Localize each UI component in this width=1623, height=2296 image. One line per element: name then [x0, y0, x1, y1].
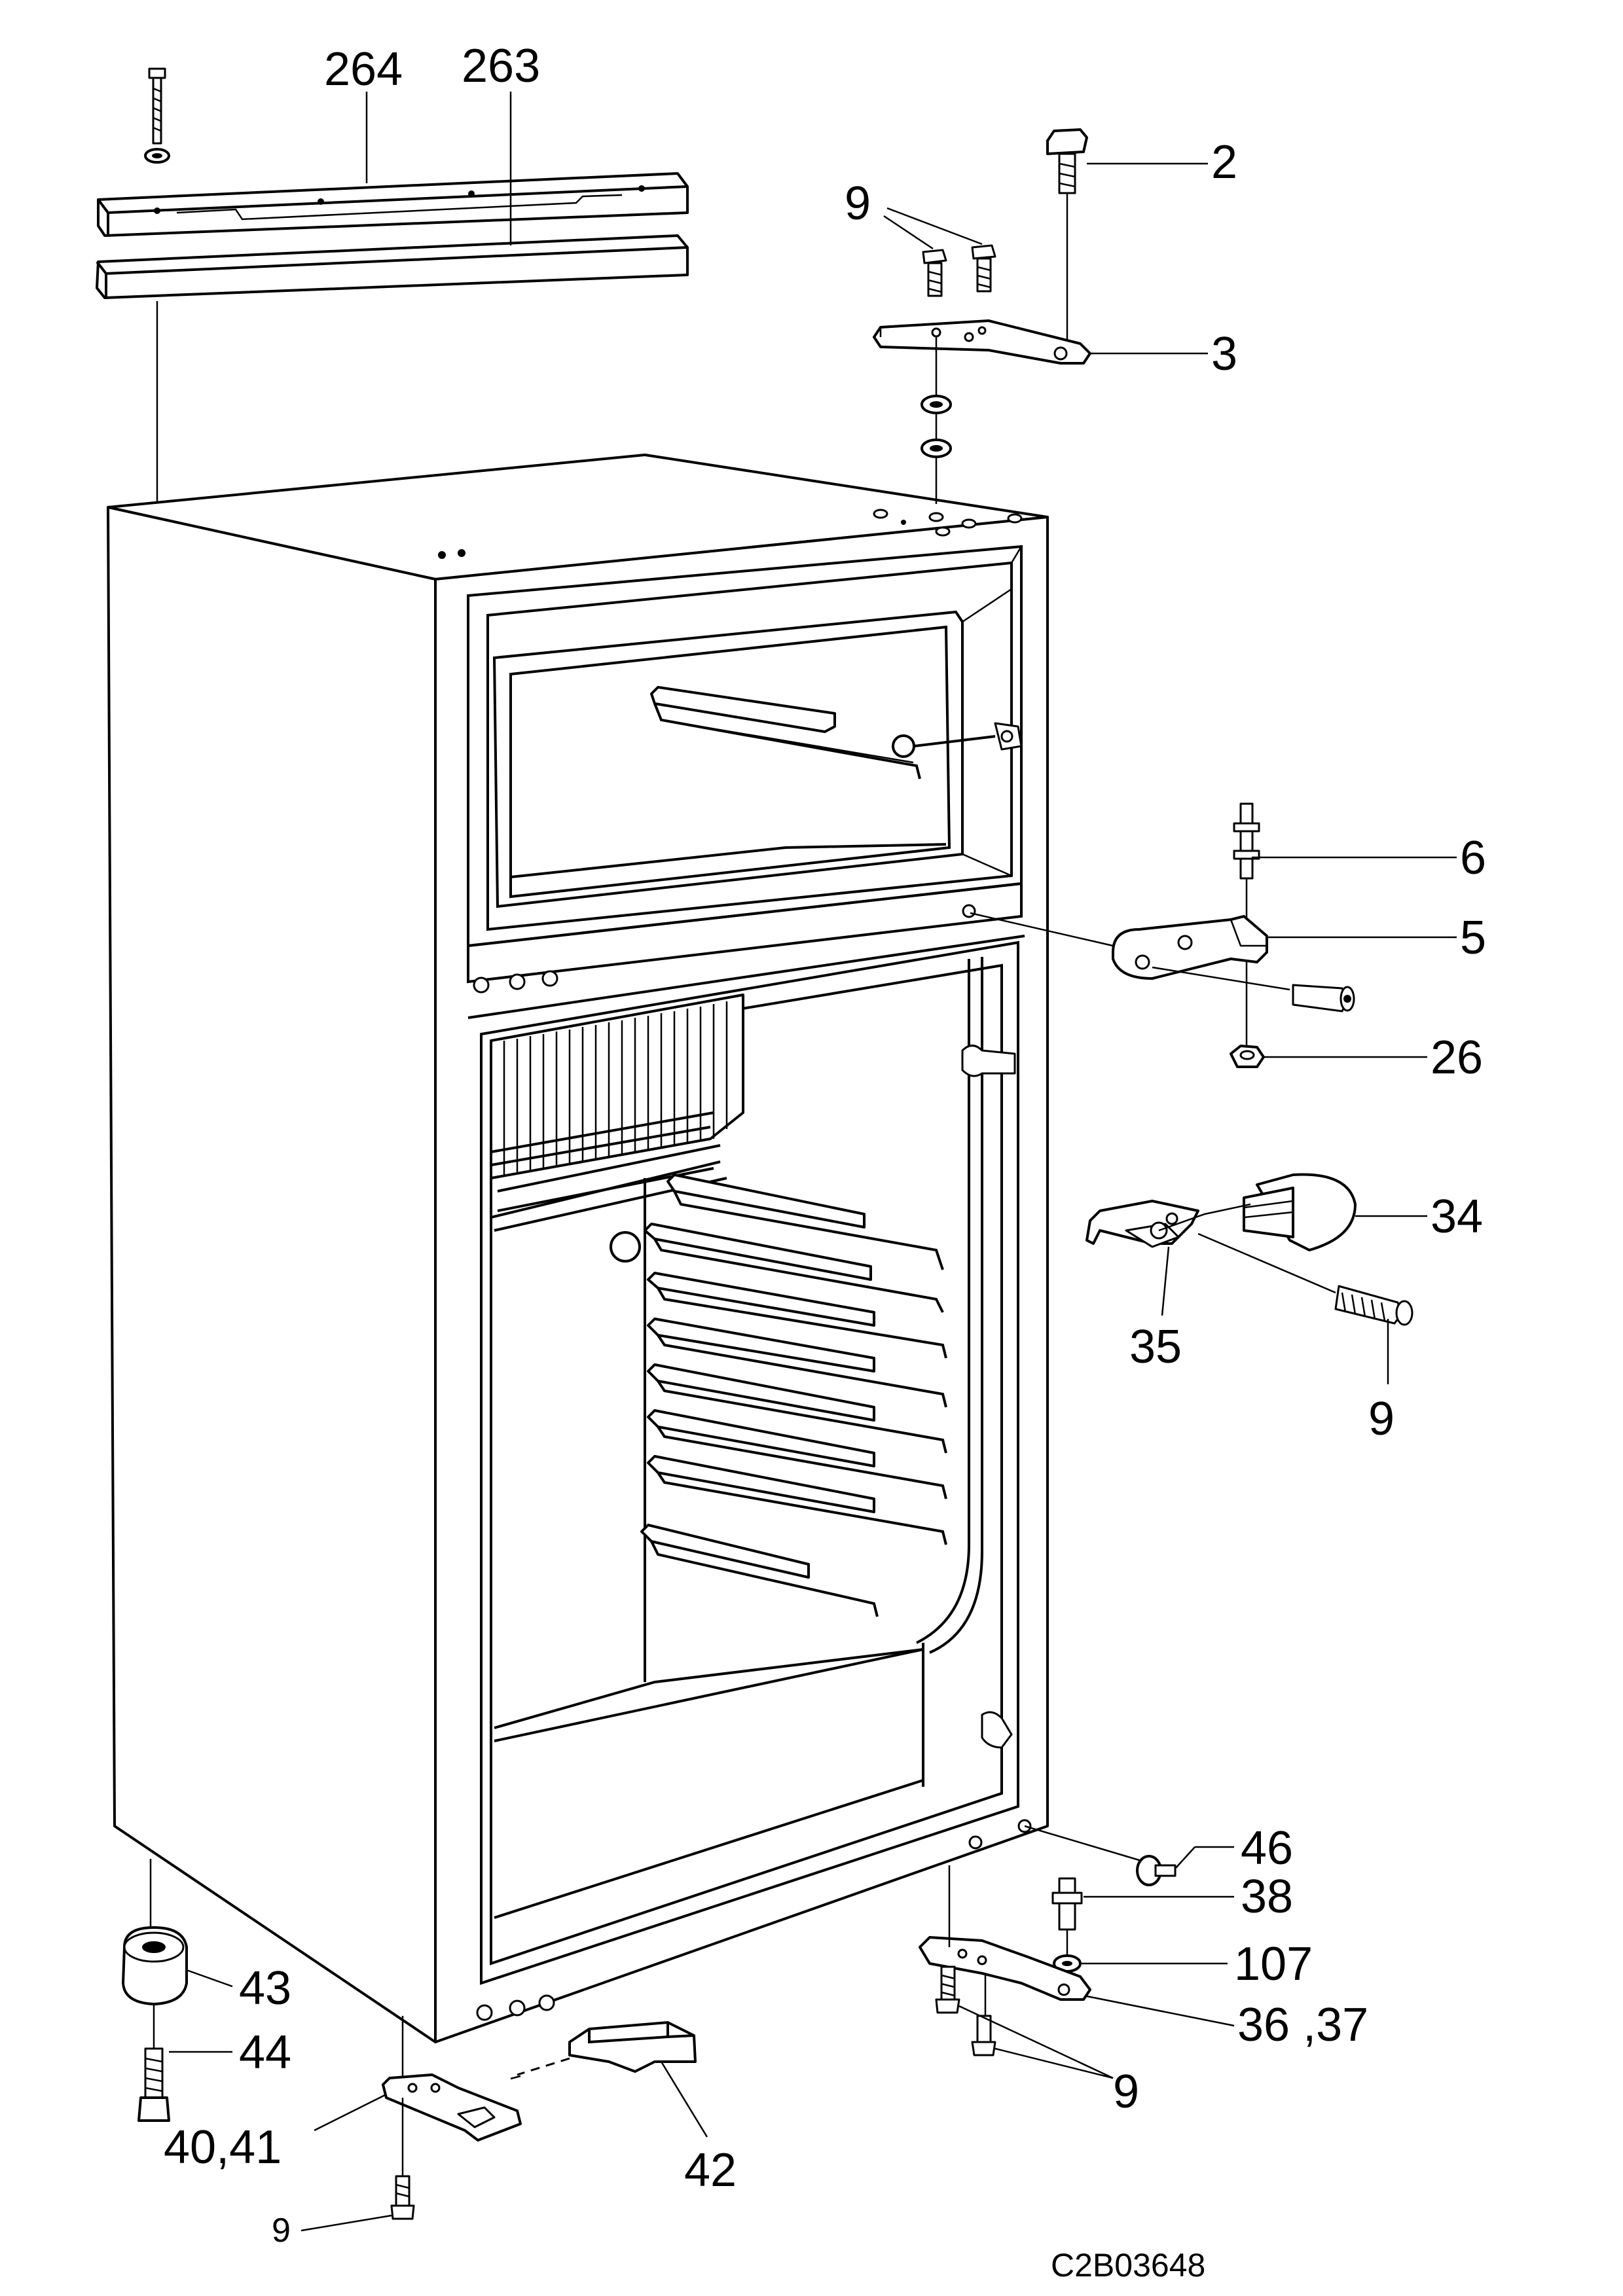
callout-2: 2 [1211, 136, 1237, 188]
callout-leaders [169, 92, 1457, 2232]
callout-264: 264 [324, 43, 403, 96]
top-screw [144, 67, 170, 164]
callout-46: 46 [1241, 1822, 1293, 1874]
bottom-hinge-assembly [382, 2016, 697, 2220]
callout-9-bottom-left: 9 [272, 2212, 291, 2250]
upper-hinge-assembly [873, 128, 1091, 504]
callout-44: 44 [239, 2026, 291, 2079]
foot-assembly [122, 1859, 188, 2122]
fridge-compartment [476, 941, 1032, 2021]
callout-43: 43 [239, 1962, 291, 2015]
callout-40-41: 40,41 [164, 2121, 282, 2174]
lower-hinge-assembly [919, 1825, 1176, 2056]
drawing-code: C2B03648 [1051, 2247, 1205, 2284]
freezer-compartment [467, 545, 1023, 948]
divider-strip [467, 882, 1025, 1019]
refrigerator-cabinet [107, 454, 1049, 2043]
callout-26: 26 [1431, 1031, 1483, 1084]
callout-9-top: 9 [845, 177, 871, 230]
callout-107: 107 [1234, 1938, 1313, 1990]
top-rail-263 [96, 234, 689, 299]
callout-36-37: 36 ,37 [1237, 1999, 1368, 2051]
callout-3: 3 [1211, 328, 1237, 380]
callout-34: 34 [1431, 1191, 1483, 1243]
callout-42: 42 [684, 2144, 737, 2197]
callout-6: 6 [1460, 832, 1486, 884]
callout-9-mid: 9 [1368, 1393, 1395, 1445]
callout-9-bottom-right: 9 [1113, 2066, 1139, 2118]
evaporator-fins [490, 994, 744, 1179]
callout-263: 263 [462, 40, 540, 92]
callout-5: 5 [1460, 912, 1486, 964]
callout-labels: 264 263 9 2 3 6 5 26 34 35 9 46 38 107 3… [164, 40, 1486, 2284]
door-catch-assembly [1085, 1173, 1413, 1326]
callout-35: 35 [1129, 1321, 1182, 1373]
top-rail-264 [97, 172, 689, 237]
callout-38: 38 [1241, 1871, 1293, 1923]
fridge-shelf-rails [640, 1174, 947, 1617]
middle-hinge-assembly [970, 802, 1355, 1068]
